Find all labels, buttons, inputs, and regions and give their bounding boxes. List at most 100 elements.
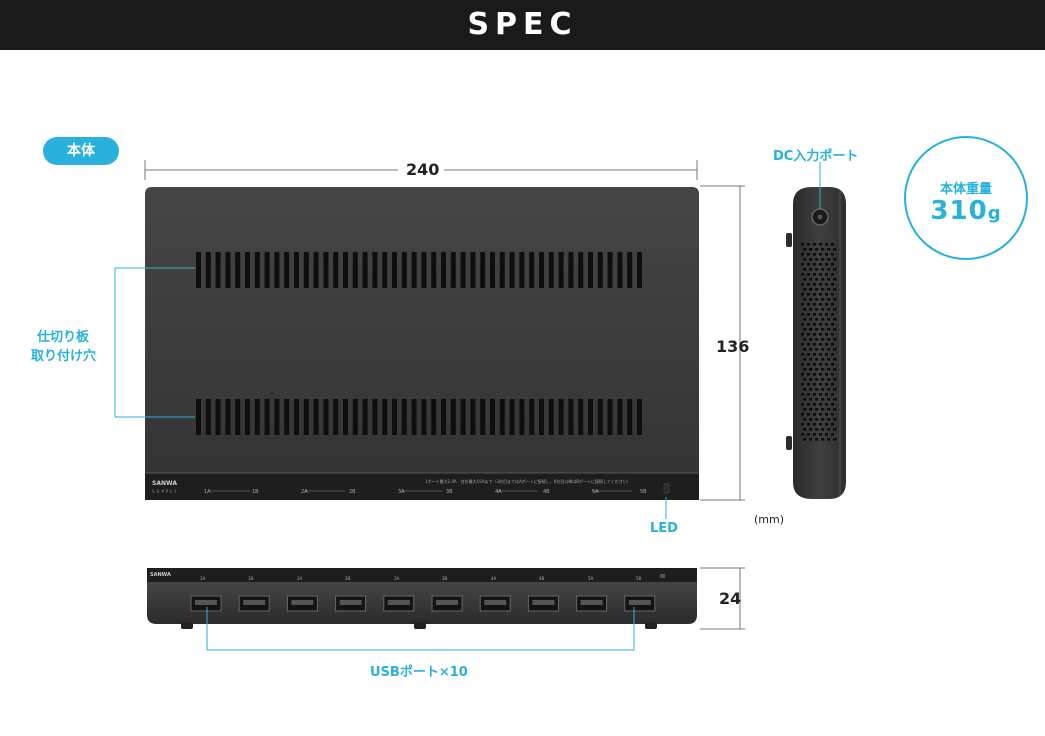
led-label: LED bbox=[650, 521, 678, 536]
port-label: 4B bbox=[543, 489, 550, 495]
side-vent-hole bbox=[827, 298, 831, 301]
side-vent-hole bbox=[833, 318, 837, 321]
side-vent-hole bbox=[815, 358, 819, 361]
side-vent-hole bbox=[803, 388, 807, 391]
side-vent-holes bbox=[801, 243, 837, 441]
side-vent-hole bbox=[809, 428, 813, 431]
side-vent-hole bbox=[821, 388, 825, 391]
side-vent-hole bbox=[825, 253, 828, 256]
side-vent-hole bbox=[819, 353, 822, 356]
side-vent-hole bbox=[813, 413, 816, 416]
side-vent-hole bbox=[831, 413, 834, 416]
side-vent-hole bbox=[807, 403, 810, 406]
brand-logo: SANWA bbox=[152, 480, 177, 487]
vent-slot bbox=[196, 399, 201, 435]
section-badge: 本体 bbox=[43, 137, 119, 165]
vent-slot bbox=[382, 399, 388, 435]
side-vent-hole bbox=[807, 343, 810, 346]
vent-slot bbox=[460, 252, 466, 288]
side-vent-hole bbox=[801, 273, 804, 276]
side-vent-hole bbox=[801, 403, 804, 406]
vent-slot bbox=[519, 399, 525, 435]
vent-slot bbox=[490, 252, 495, 288]
side-vent-hole bbox=[819, 363, 822, 366]
port-label: 1A bbox=[200, 576, 206, 581]
side-vent-hole bbox=[807, 323, 810, 326]
header-bar: SPEC bbox=[0, 0, 1045, 50]
side-vent-hole bbox=[809, 258, 813, 261]
weight-label: 本体重量 bbox=[939, 182, 992, 197]
side-vent-hole bbox=[815, 438, 819, 441]
side-vent-hole bbox=[825, 353, 828, 356]
vent-slot bbox=[490, 399, 495, 435]
side-vent-hole bbox=[831, 313, 834, 316]
side-vent-hole bbox=[827, 408, 831, 411]
side-vent-hole bbox=[825, 283, 828, 286]
vent-slot bbox=[421, 399, 427, 435]
side-vent-hole bbox=[827, 388, 831, 391]
vent-slot bbox=[205, 399, 211, 435]
side-vent-hole bbox=[831, 333, 834, 336]
side-vent-hole bbox=[833, 328, 837, 331]
side-vent-hole bbox=[809, 378, 813, 381]
side-vent-hole bbox=[819, 373, 822, 376]
vent-slot bbox=[254, 399, 260, 435]
vent-slot bbox=[499, 399, 505, 435]
side-vent-hole bbox=[821, 438, 825, 441]
port-label: 3B bbox=[442, 576, 448, 581]
ventilation-slots bbox=[196, 252, 642, 435]
side-vent-hole bbox=[821, 368, 825, 371]
vent-slot bbox=[529, 252, 535, 288]
vent-slot bbox=[411, 399, 417, 435]
vent-slot bbox=[578, 252, 584, 288]
side-vent-hole bbox=[801, 243, 804, 246]
side-vent-hole bbox=[825, 263, 828, 266]
side-vent-hole bbox=[803, 348, 807, 351]
side-vent-hole bbox=[809, 438, 813, 441]
side-vent-hole bbox=[803, 268, 807, 271]
port-label: 2A bbox=[301, 489, 308, 495]
side-vent-hole bbox=[801, 353, 804, 356]
side-vent-hole bbox=[825, 343, 828, 346]
side-vent-hole bbox=[833, 288, 837, 291]
usb-port-row bbox=[190, 595, 656, 612]
side-vent-hole bbox=[813, 303, 816, 306]
side-vent-hole bbox=[825, 423, 828, 426]
side-vent-hole bbox=[831, 383, 834, 386]
side-vent-hole bbox=[807, 423, 810, 426]
side-vent-hole bbox=[821, 418, 825, 421]
depth-dimension-line bbox=[700, 567, 745, 630]
side-vent-hole bbox=[801, 373, 804, 376]
width-dimension-line bbox=[144, 160, 698, 180]
side-vent-hole bbox=[815, 288, 819, 291]
vent-slot bbox=[597, 252, 603, 288]
vent-slot bbox=[303, 399, 309, 435]
vent-slot bbox=[441, 399, 446, 435]
vent-slot bbox=[372, 399, 378, 435]
side-vent-hole bbox=[831, 293, 834, 296]
side-vent-hole bbox=[827, 378, 831, 381]
side-vent-hole bbox=[801, 423, 804, 426]
vent-slot bbox=[352, 252, 358, 288]
weight-value: 310 bbox=[930, 196, 988, 226]
vent-slot bbox=[196, 252, 201, 288]
vent-slot bbox=[215, 252, 221, 288]
vent-slot bbox=[235, 399, 241, 435]
side-vent-hole bbox=[821, 318, 825, 321]
side-vent-hole bbox=[807, 243, 810, 246]
side-vent-hole bbox=[807, 353, 810, 356]
side-vent-hole bbox=[819, 283, 822, 286]
side-vent-hole bbox=[803, 378, 807, 381]
port-label: 2B bbox=[345, 576, 351, 581]
side-vent-hole bbox=[825, 333, 828, 336]
side-vent-hole bbox=[825, 243, 828, 246]
side-vent-hole bbox=[803, 428, 807, 431]
side-vent-hole bbox=[807, 363, 810, 366]
vent-slot bbox=[597, 399, 603, 435]
port-label: 3B bbox=[446, 489, 453, 495]
side-vent-hole bbox=[833, 408, 837, 411]
side-vent-hole bbox=[831, 283, 834, 286]
side-vent-hole bbox=[809, 348, 813, 351]
vent-slot bbox=[568, 252, 574, 288]
side-vent-hole bbox=[813, 323, 816, 326]
